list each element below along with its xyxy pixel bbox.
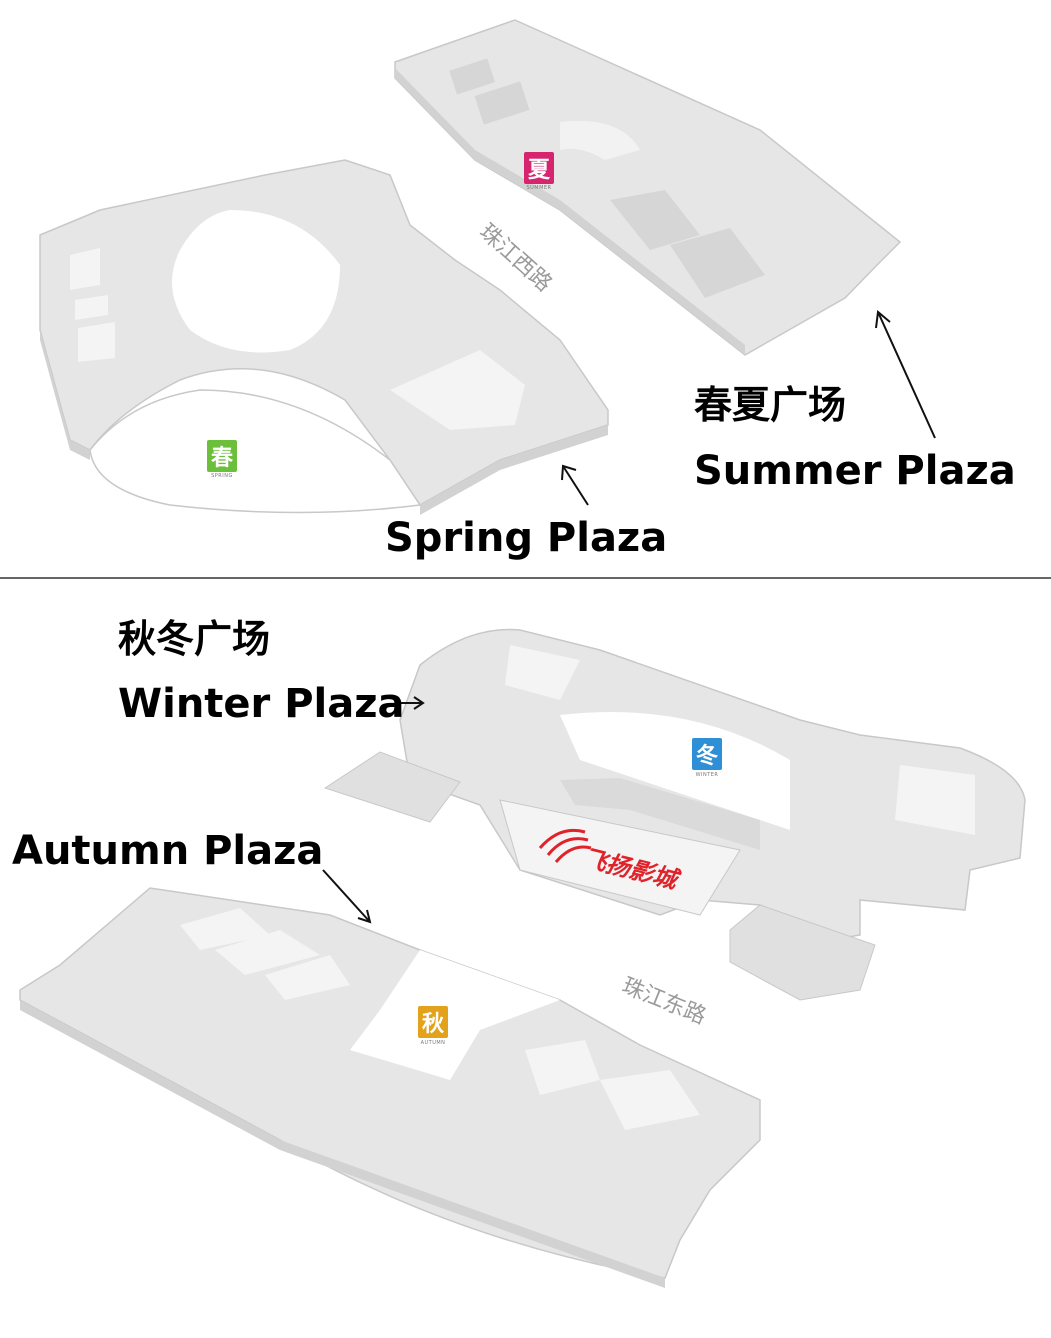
winter-plaza-en-label: Winter Plaza [118,681,405,727]
autumn-plaza-building [19,887,761,1288]
arrow-autumn [322,869,372,924]
summer-plaza-en-label: Summer Plaza [694,448,1016,494]
winter-badge-caption: WINTER [695,772,719,778]
spring-badge-caption: SPRING [211,473,233,479]
winter-badge-icon: 冬 [692,738,722,770]
arrow-spring [561,464,589,506]
summer-plaza-building [394,19,902,356]
winter-plaza-cn-label: 秋冬广场 [118,617,271,661]
winter-plaza-building [323,628,1026,1001]
arrow-summer [875,310,936,439]
spring-plaza-building [39,159,609,515]
spring-badge-icon: 春 [207,440,237,472]
autumn-badge-caption: AUTUMN [420,1040,446,1046]
autumn-plaza-label: Autumn Plaza [12,828,324,874]
spring-plaza-label: Spring Plaza [385,515,668,561]
summer-plaza-cn-label: 春夏广场 [694,383,847,427]
arrow-winter [397,696,425,710]
cinema-logo-icon [538,828,592,863]
summer-badge-caption: SUMMER [526,185,552,191]
summer-badge-icon: 夏 [524,152,554,184]
autumn-badge-icon: 秋 [418,1006,448,1038]
